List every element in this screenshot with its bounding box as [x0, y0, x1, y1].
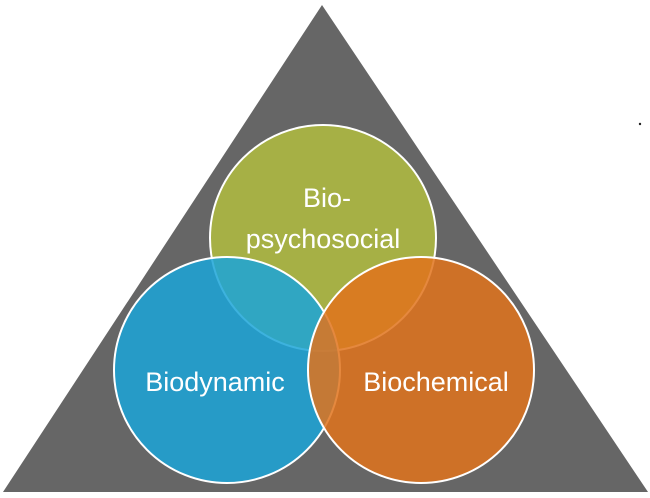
biopsychosocial-label-line1: Bio-: [303, 183, 351, 213]
biochemical-circle: [307, 256, 535, 484]
biopsychosocial-label-line2: psychosocial: [246, 224, 401, 254]
stray-dot: [638, 122, 642, 126]
biodynamic-label: Biodynamic: [145, 367, 285, 397]
biochemical-label: Biochemical: [363, 367, 509, 397]
